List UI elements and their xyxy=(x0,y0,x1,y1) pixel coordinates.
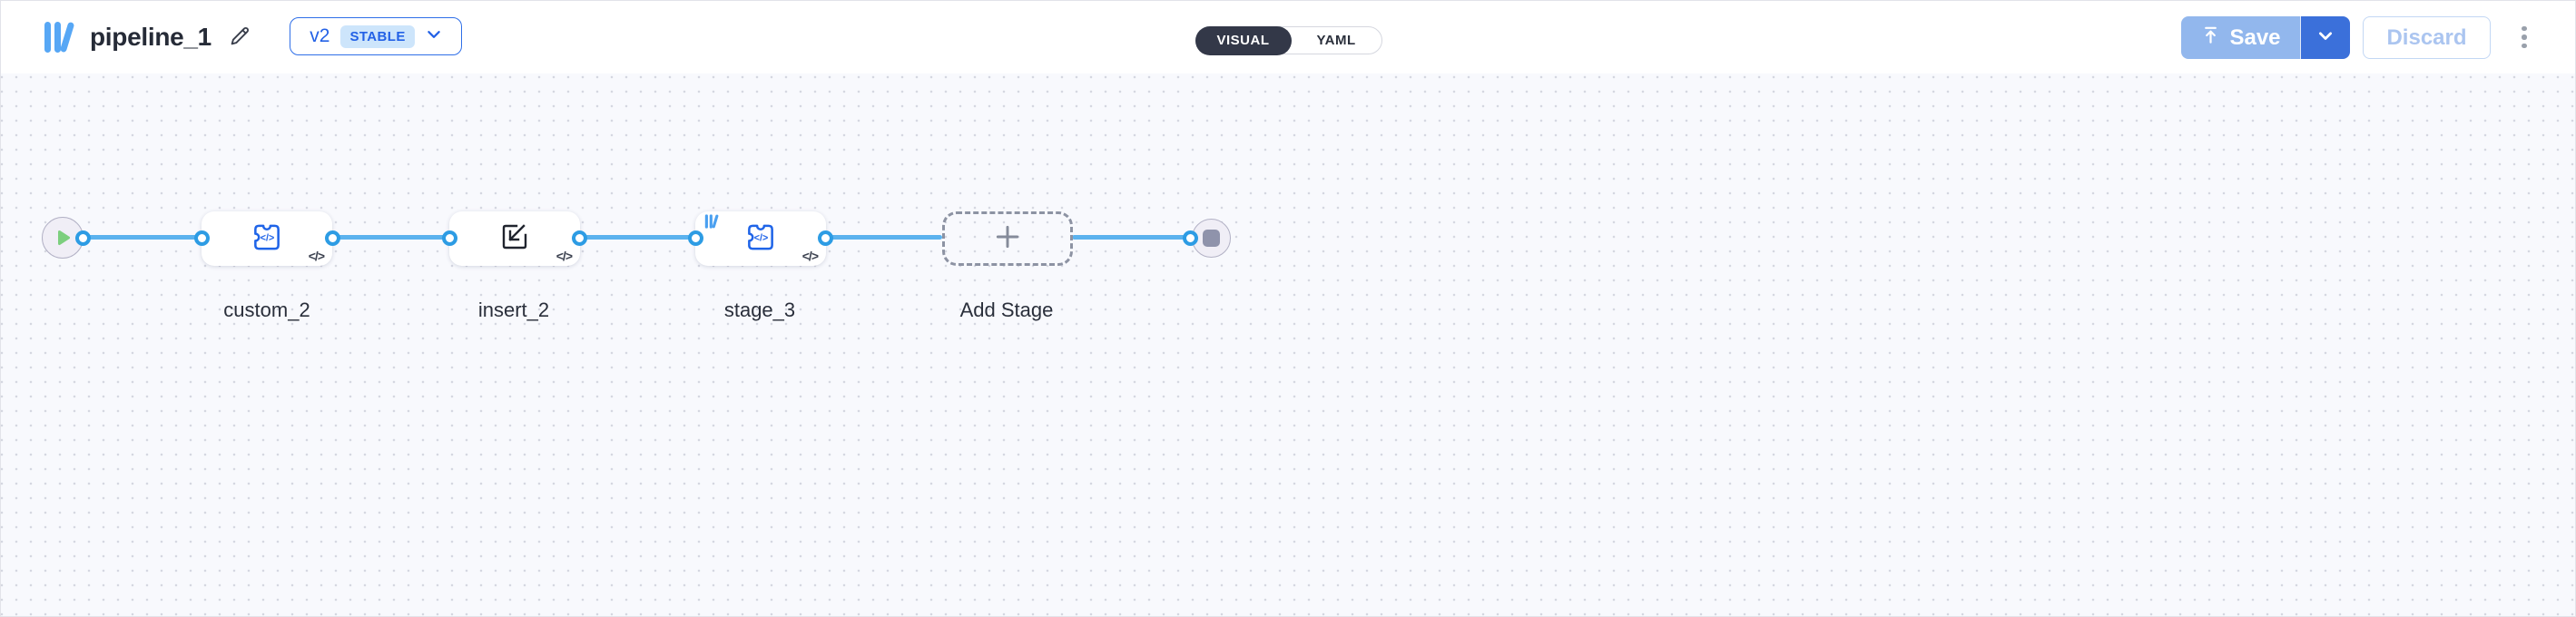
connector-line xyxy=(332,235,449,240)
insert-icon xyxy=(498,220,531,258)
node-stage_3[interactable]: </> </> xyxy=(695,211,826,266)
tab-yaml-label: YAML xyxy=(1316,33,1356,48)
plus-icon xyxy=(993,222,1022,256)
play-icon xyxy=(57,230,71,246)
save-options-button[interactable] xyxy=(2300,16,2350,59)
connector-port[interactable] xyxy=(1183,230,1198,246)
node-insert_2[interactable]: </> xyxy=(449,211,580,266)
view-mode-toggle: VISUAL YAML xyxy=(1195,25,1382,55)
chevron-down-icon xyxy=(2316,27,2335,48)
connector-port[interactable] xyxy=(325,230,340,246)
pipeline-logo-icon xyxy=(703,213,720,230)
connector-port[interactable] xyxy=(818,230,833,246)
discard-button[interactable]: Discard xyxy=(2363,16,2491,59)
stop-icon xyxy=(1203,230,1220,247)
svg-text:</>: </> xyxy=(754,232,768,243)
connector-port[interactable] xyxy=(572,230,587,246)
connector-port[interactable] xyxy=(688,230,703,246)
connector-port[interactable] xyxy=(442,230,457,246)
app-logo-icon xyxy=(41,19,77,55)
more-options-button[interactable] xyxy=(2512,19,2537,55)
save-button-label: Save xyxy=(2229,24,2281,50)
code-badge: </> xyxy=(801,249,819,263)
top-bar: pipeline_1 v2 STABLE VISUAL YAML xyxy=(1,1,2575,74)
save-split-button: Save xyxy=(2181,16,2350,59)
node-label: custom_2 xyxy=(223,299,310,321)
code-badge: </> xyxy=(308,249,325,263)
tab-yaml[interactable]: YAML xyxy=(1292,27,1381,54)
chevron-down-icon xyxy=(426,26,442,47)
kebab-icon xyxy=(2522,25,2527,49)
tab-visual-label: VISUAL xyxy=(1216,33,1270,48)
node-label: insert_2 xyxy=(477,299,550,321)
upload-icon xyxy=(2200,24,2221,52)
node-label: stage_3 xyxy=(723,299,796,321)
discard-button-label: Discard xyxy=(2386,24,2467,50)
connector-line xyxy=(825,235,942,240)
version-selector[interactable]: v2 STABLE xyxy=(290,17,462,55)
connector-line xyxy=(1072,235,1192,240)
pipeline-title: pipeline_1 xyxy=(90,23,211,51)
version-label: v2 xyxy=(310,25,330,46)
end-node[interactable] xyxy=(1192,219,1231,258)
save-button[interactable]: Save xyxy=(2181,16,2300,59)
pipeline-canvas[interactable]: </> </> </> xyxy=(1,73,2575,616)
code-badge: </> xyxy=(556,249,573,263)
node-custom_2[interactable]: </> </> xyxy=(202,211,332,266)
pencil-icon xyxy=(227,27,251,52)
custom-code-icon: </> xyxy=(743,220,778,257)
connector-port[interactable] xyxy=(194,230,210,246)
version-status-badge: STABLE xyxy=(340,24,415,48)
connector-line xyxy=(83,235,202,240)
edit-title-button[interactable] xyxy=(226,24,251,50)
connector-port[interactable] xyxy=(75,230,91,246)
add-stage-button[interactable] xyxy=(942,211,1073,266)
custom-code-icon: </> xyxy=(250,220,284,257)
node-label: Add Stage xyxy=(959,299,1054,321)
svg-text:</>: </> xyxy=(261,232,274,243)
tab-visual[interactable]: VISUAL xyxy=(1195,25,1292,55)
connector-line xyxy=(579,235,695,240)
